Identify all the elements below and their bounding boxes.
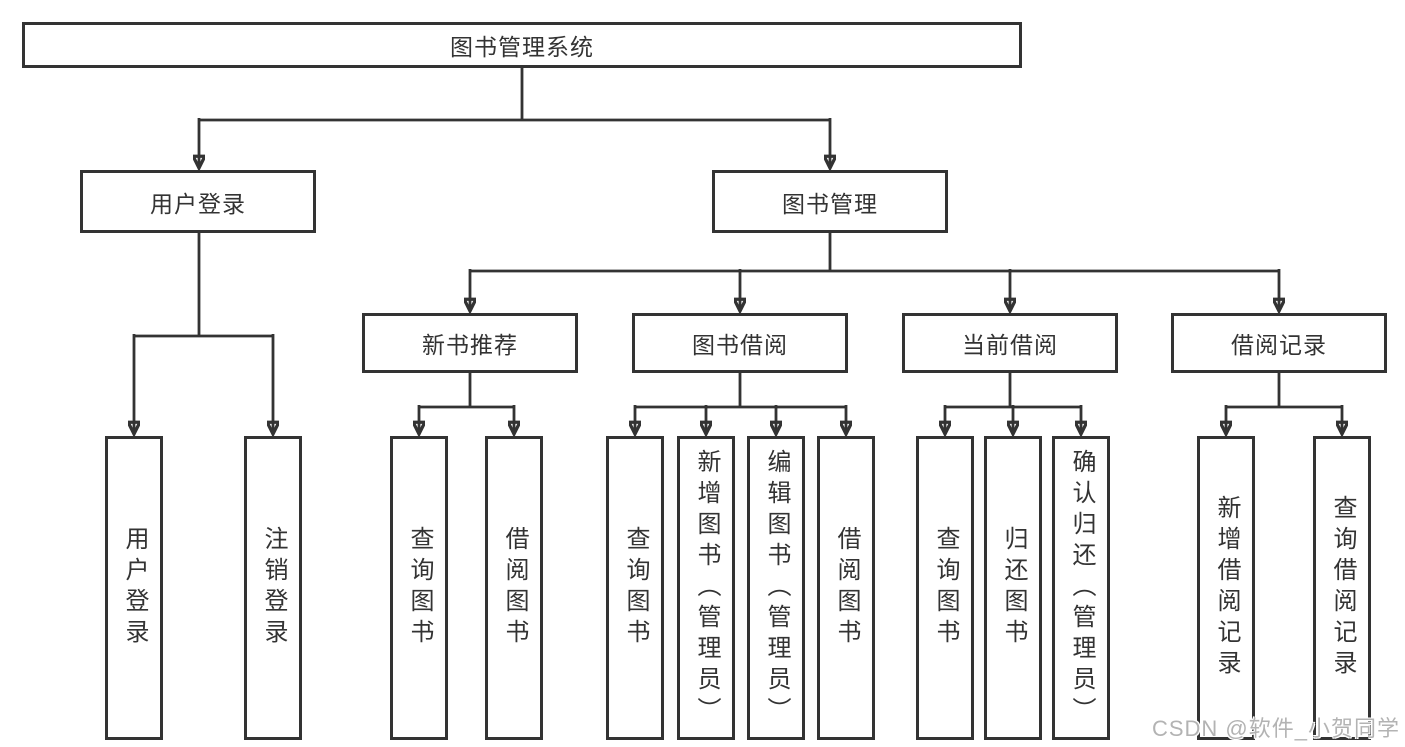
leaf-add-books-admin-label: 新增图书（管理员） [693, 448, 720, 728]
leaf-borrowing-borrow-books: 借阅图书 [817, 436, 875, 740]
node-current-borrowing-label: 当前借阅 [962, 332, 1058, 358]
leaf-confirm-return-admin: 确认归还（管理员） [1052, 436, 1110, 740]
leaf-return-books: 归还图书 [984, 436, 1042, 740]
node-borrowing-records: 借阅记录 [1171, 313, 1387, 373]
edges-current-borrowing-children [945, 373, 1081, 434]
node-borrowing-records-label: 借阅记录 [1231, 332, 1327, 358]
leaf-user-login: 用户登录 [105, 436, 163, 740]
leaf-borrowing-query-books: 查询图书 [606, 436, 664, 740]
leaf-add-borrow-record-label: 新增借阅记录 [1213, 495, 1240, 681]
leaf-user-login-label: 用户登录 [121, 526, 148, 650]
leaf-add-books-admin: 新增图书（管理员） [677, 436, 735, 740]
node-book-management: 图书管理 [712, 170, 948, 233]
leaf-recommend-query-books: 查询图书 [390, 436, 448, 740]
node-book-management-label: 图书管理 [782, 190, 878, 217]
leaf-current-query-books-label: 查询图书 [932, 526, 959, 650]
leaf-recommend-query-books-label: 查询图书 [406, 526, 433, 650]
edges-book-borrowing-children [635, 373, 846, 434]
edges-root-to-level2 [199, 68, 830, 168]
leaf-logout: 注销登录 [244, 436, 302, 740]
edges-book-management-children [470, 233, 1279, 311]
edges-borrowing-records-children [1226, 373, 1342, 434]
node-root: 图书管理系统 [22, 22, 1022, 68]
leaf-recommend-borrow-books: 借阅图书 [485, 436, 543, 740]
leaf-current-query-books: 查询图书 [916, 436, 974, 740]
leaf-edit-books-admin-label: 编辑图书（管理员） [763, 448, 790, 728]
edges-user-login-children [134, 233, 273, 434]
node-book-borrowing: 图书借阅 [632, 313, 848, 373]
node-user-login-label: 用户登录 [150, 190, 246, 217]
node-current-borrowing: 当前借阅 [902, 313, 1118, 373]
leaf-recommend-borrow-books-label: 借阅图书 [501, 526, 528, 650]
leaf-confirm-return-admin-label: 确认归还（管理员） [1068, 448, 1095, 728]
leaf-borrowing-query-books-label: 查询图书 [622, 526, 649, 650]
leaf-add-borrow-record: 新增借阅记录 [1197, 436, 1255, 740]
node-new-book-recommend-label: 新书推荐 [422, 332, 518, 358]
leaf-return-books-label: 归还图书 [1000, 526, 1027, 650]
node-book-borrowing-label: 图书借阅 [692, 332, 788, 358]
leaf-edit-books-admin: 编辑图书（管理员） [747, 436, 805, 740]
leaf-query-borrow-record-label: 查询借阅记录 [1329, 495, 1356, 681]
node-new-book-recommend: 新书推荐 [362, 313, 578, 373]
leaf-query-borrow-record: 查询借阅记录 [1313, 436, 1371, 740]
leaf-logout-label: 注销登录 [260, 526, 287, 650]
csdn-watermark: CSDN @软件_小贺同学 [1151, 716, 1400, 741]
node-user-login: 用户登录 [80, 170, 316, 233]
leaf-borrowing-borrow-books-label: 借阅图书 [833, 526, 860, 650]
edges-new-book-recommend-children [419, 373, 514, 434]
node-root-label: 图书管理系统 [450, 34, 594, 60]
